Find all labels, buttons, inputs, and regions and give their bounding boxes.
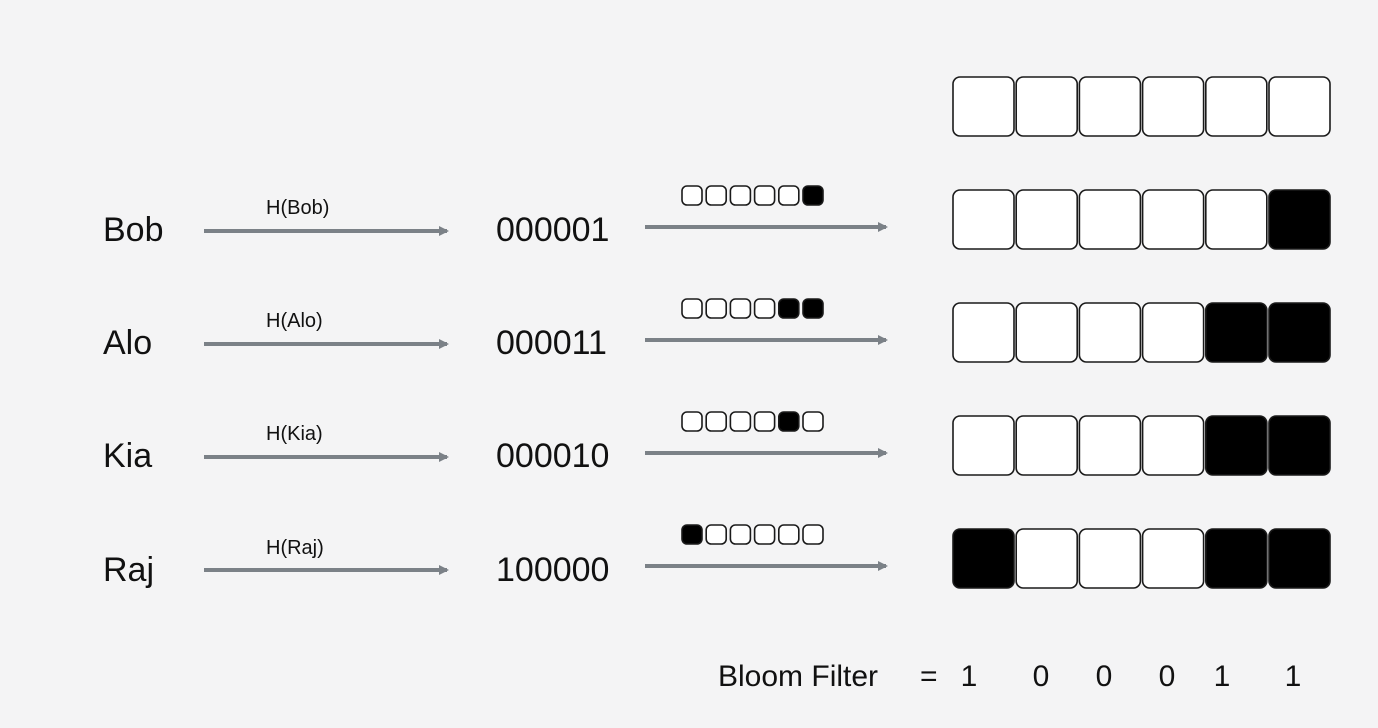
filter-cell [1078,528,1142,589]
bloom-filter-bit: 0 [1095,660,1113,693]
rows-graphics [204,185,1331,589]
filter-cell [1141,302,1205,363]
filter-cell [1268,302,1331,363]
bloom-filter-bit: 1 [1213,660,1231,693]
hash-bit-cell [753,524,776,545]
initial-empty-filter-row [952,76,1331,137]
hash-bit-cell [777,524,800,545]
initial-filter-cell [1205,76,1268,137]
hash-bit-cell [681,411,703,432]
filter-cell [1078,302,1142,363]
initial-filter-cell [1268,76,1331,137]
bits-label-bob: 000001 [496,211,610,249]
bloom-filter-bit: 0 [1032,660,1050,693]
hash-bit-cell [753,298,776,319]
hash-bit-cell [802,298,824,319]
hash-label-bob: H(Bob) [266,197,330,219]
hash-bit-cell [729,524,752,545]
hash-bit-cell [753,185,776,206]
filter-cell [1141,189,1205,250]
initial-filter-cell [952,76,1015,137]
name-label-raj: Raj [103,551,155,589]
hash-bit-cell [729,298,752,319]
filter-cell [1268,189,1331,250]
bloom-filter-label: Bloom Filter [718,660,879,693]
hash-label-kia: H(Kia) [266,423,323,445]
initial-filter-cell [1078,76,1142,137]
filter-cell [952,189,1015,250]
hash-bit-cell [681,185,703,206]
initial-filter-cell [1015,76,1079,137]
bloom-filter-bit: 1 [1284,660,1302,693]
name-label-kia: Kia [103,437,153,475]
name-label-bob: Bob [103,211,164,249]
hash-bit-cell [705,524,728,545]
hash-bit-cell [777,185,800,206]
hash-bit-cell [777,298,800,319]
hash-bit-cell [729,411,752,432]
filter-cell [1205,189,1268,250]
hash-bit-cell [777,411,800,432]
filter-cell [1205,302,1268,363]
bloom-filter-bit: 1 [960,660,978,693]
hash-bit-cell [705,411,728,432]
filter-cell [952,302,1015,363]
hash-bit-cell [729,185,752,206]
hash-label-alo: H(Alo) [266,310,323,332]
bloom-filter-equals: = [920,660,938,693]
bloom-filter-bit: 0 [1158,660,1176,693]
hash-bit-cell [802,411,824,432]
filter-cell [1015,528,1079,589]
filter-cell [1205,415,1268,476]
filter-cell [1268,528,1331,589]
hash-label-raj: H(Raj) [266,537,324,559]
filter-cell [1015,189,1079,250]
filter-cell [1078,415,1142,476]
hash-bit-cell [681,524,703,545]
filter-cell [952,415,1015,476]
hash-bit-cell [681,298,703,319]
filter-cell [1141,415,1205,476]
filter-cell [1205,528,1268,589]
filter-cell [1078,189,1142,250]
bits-label-raj: 100000 [496,551,610,589]
filter-cell [1268,415,1331,476]
filter-cell [952,528,1015,589]
filter-cell [1141,528,1205,589]
name-label-alo: Alo [103,324,153,362]
hash-bit-cell [802,524,824,545]
hash-bit-cell [802,185,824,206]
filter-cell [1015,302,1079,363]
hash-bit-cell [705,185,728,206]
hash-bit-cell [753,411,776,432]
bits-label-alo: 000011 [496,324,607,362]
hash-bit-cell [705,298,728,319]
filter-cell [1015,415,1079,476]
bits-label-kia: 000010 [496,437,610,475]
initial-filter-cell [1141,76,1205,137]
